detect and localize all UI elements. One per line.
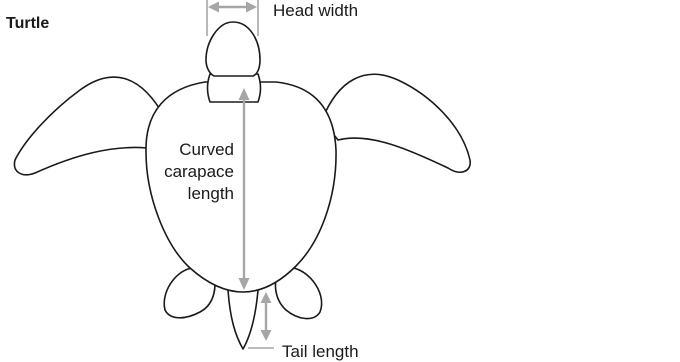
carapace-length-label-line3: length <box>188 184 234 203</box>
turtle-illustration <box>14 22 470 349</box>
left-front-flipper <box>14 77 165 175</box>
head-width-right-arrowhead <box>246 2 257 13</box>
diagram-title: Turtle <box>6 15 49 32</box>
tail-length-bottom-arrowhead <box>261 330 272 341</box>
tail-length-label: Tail length <box>282 342 359 361</box>
turtle-neck <box>208 74 261 102</box>
head-width-label: Head width <box>273 1 358 20</box>
carapace-length-label-line2: carapace <box>164 162 234 181</box>
head-width-left-arrowhead <box>208 2 219 13</box>
right-front-flipper <box>322 74 470 172</box>
carapace <box>146 82 336 292</box>
turtle-tail <box>228 290 258 349</box>
turtle-head <box>206 22 260 76</box>
carapace-length-label-line1: Curved <box>179 140 234 159</box>
tail-length-top-arrowhead <box>261 292 272 303</box>
